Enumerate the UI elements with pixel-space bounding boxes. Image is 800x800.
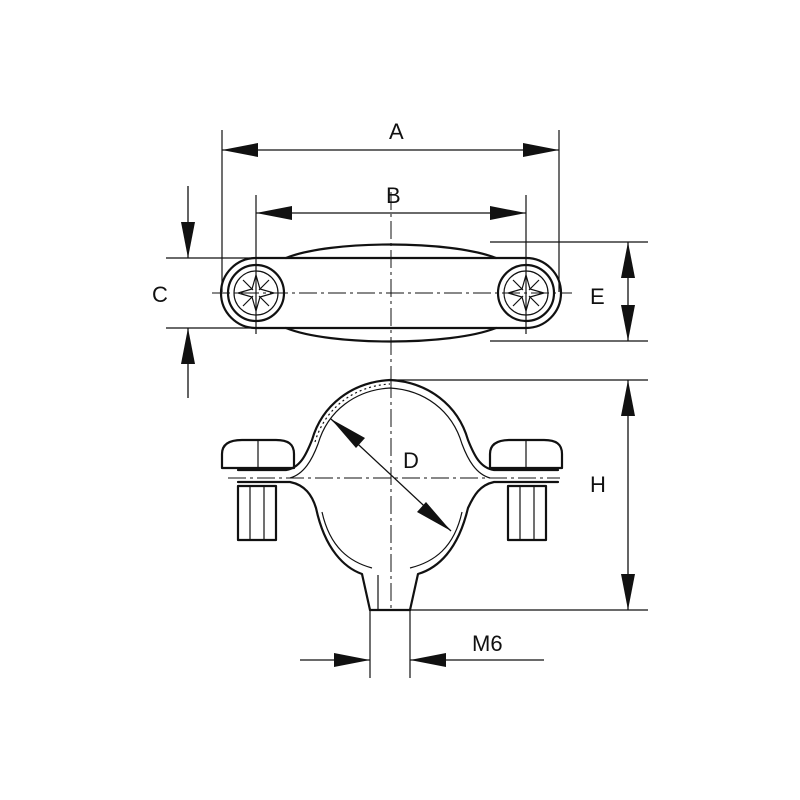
top-view-upper-contour [284, 243, 498, 260]
label-a: A [389, 119, 404, 144]
side-view: D H M6 [220, 378, 648, 678]
label-d: D [403, 448, 419, 473]
clamp-ring-lower-right [408, 480, 560, 612]
dimension-d: D [330, 418, 452, 532]
dimension-m6: M6 [300, 610, 544, 678]
label-c: C [152, 282, 168, 307]
label-m6: M6 [472, 631, 503, 656]
dimension-h: H [392, 379, 648, 611]
label-b: B [386, 183, 401, 208]
clamp-ring-lower-left [236, 480, 372, 612]
label-h: H [590, 472, 606, 497]
label-e: E [590, 284, 605, 309]
top-view: A B C E [152, 119, 648, 398]
clamp-ring-outer [236, 378, 560, 472]
clamp-ring-inner [289, 387, 491, 479]
dimension-e: E [590, 242, 635, 341]
dimension-b: B [256, 183, 526, 220]
left-screw [220, 438, 296, 542]
dimension-a: A [222, 119, 559, 157]
ring-hatching [314, 383, 391, 443]
right-screw [488, 438, 564, 542]
dimension-c: C [152, 186, 195, 398]
top-view-lower-contour [284, 326, 498, 343]
